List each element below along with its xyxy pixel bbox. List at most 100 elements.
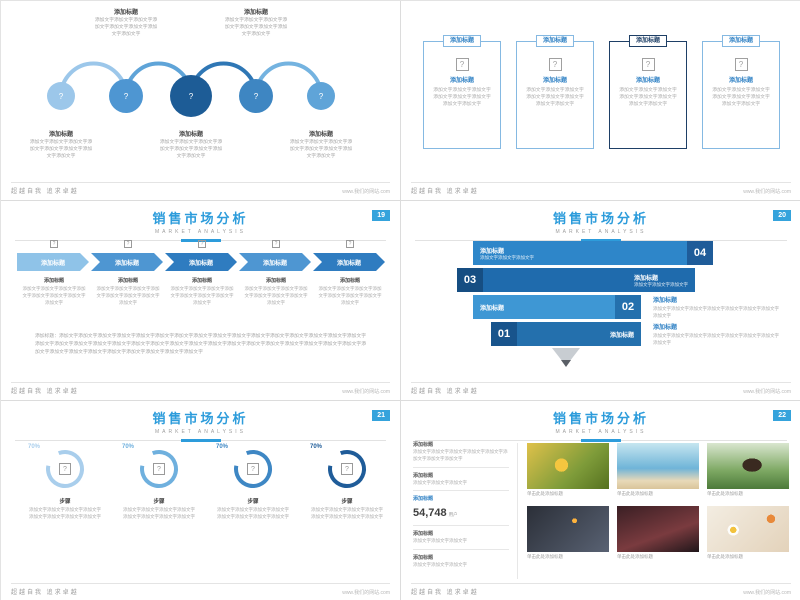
side-title: 添加标题: [653, 298, 678, 304]
step-description: 添加标题 添加文字添加文字添加文字添加文字添加文字添加文字添加文字添加文字: [165, 277, 239, 306]
chevron-step: 添加标题: [17, 253, 89, 271]
chevron-step: 添加标题: [239, 253, 311, 271]
page-number-badge: 22: [773, 410, 791, 421]
card-text: 添加文字添加文字添加文字添加文字添加文字添加文字添加文字添加文字: [433, 88, 491, 108]
step-text: 添加文字添加文字添加文字添加文字添加文字添加文字添加文字添加文字: [29, 507, 101, 519]
footer-slogan: 超越自我 追求卓越: [11, 189, 79, 195]
bar-number: 03: [457, 268, 483, 292]
image-placeholder-icon: ?: [59, 92, 64, 101]
pencil-bar: 03 添加标题 添加文字添加文字添加文字: [457, 268, 695, 292]
column-card: 添加标题 ? 添加标题 添加文字添加文字添加文字添加文字添加文字添加文字添加文字…: [516, 35, 594, 149]
block-text: 添加文字添加文字添加文字添加文字添加文字添加文字添加文字添加文字: [224, 18, 288, 37]
slide-pencil-list[interactable]: 销售市场分析 MARKET ANALYSIS 20 添加标题 添加文字添加文字添…: [401, 201, 800, 401]
image-placeholder-icon: ?: [124, 92, 129, 101]
donut-arc: [46, 450, 84, 488]
arrow-icon-row: ? ? ? ? ?: [17, 240, 387, 248]
slide-arrow-process[interactable]: 销售市场分析 MARKET ANALYSIS 19 ? ? ? ? ? 添加标题…: [1, 201, 401, 401]
bar-text: 添加标题 添加文字添加文字添加文字: [473, 246, 541, 261]
page-number-badge: 21: [372, 410, 390, 421]
slide-donut-steps[interactable]: 销售市场分析 MARKET ANALYSIS 21 70% ? 步骤 添加文字添…: [1, 401, 401, 600]
block-title: 添加标题: [113, 10, 138, 16]
timeline-text-block: 添加标题 添加文字添加文字添加文字添加文字添加文字添加文字添加文字添加文字: [159, 129, 223, 161]
donut-step: 70% ? 步骤 添加文字添加文字添加文字添加文字添加文字添加文字添加文字添加文…: [213, 444, 293, 521]
stat-text: 添加文字添加文字添加文字添加文字添加文字添加文字添加文字添加文字: [413, 449, 508, 461]
footer-slogan: 超越自我 追求卓越: [411, 389, 479, 395]
footer-slogan: 超越自我 追求卓越: [411, 590, 479, 596]
slide-title: 销售市场分析: [152, 411, 249, 426]
photo-caption: 单击此处添加标题: [707, 554, 743, 559]
block-title: 添加标题: [48, 132, 73, 138]
image-placeholder-icon: ?: [50, 240, 58, 248]
bar-number: 04: [687, 241, 713, 265]
stat-text: 添加文字添加文字添加文字: [413, 538, 467, 544]
bar-title: 添加标题: [609, 332, 634, 339]
timeline-text-block: 添加标题 添加文字添加文字添加文字添加文字添加文字添加文字添加文字添加文字: [29, 129, 93, 161]
slide-footer: 超越自我 追求卓越 www.我们的网站.com: [411, 182, 791, 195]
slide-wave-timeline[interactable]: 添加标题 添加文字添加文字添加文字添加文字添加文字添加文字添加文字添加文字 添加…: [1, 1, 401, 201]
bar-title: 添加标题: [480, 305, 505, 312]
chevron-step: 添加标题: [313, 253, 385, 271]
photo-cell: 单击此处添加标题: [707, 506, 789, 560]
timeline-node: [170, 75, 212, 117]
step-text: 添加文字添加文字添加文字添加文字添加文字添加文字添加文字添加文字: [22, 286, 86, 305]
bar-number: 01: [491, 322, 517, 346]
pencil-bar: 添加标题 02: [473, 295, 641, 319]
side-title: 添加标题: [653, 325, 678, 331]
card-tab: 添加标题: [721, 35, 761, 47]
footer-url: www.我们的网站.com: [342, 389, 390, 395]
slide-header: 销售市场分析 MARKET ANALYSIS: [1, 208, 400, 242]
header-divider: [401, 439, 800, 442]
slide-four-columns[interactable]: 添加标题 ? 添加标题 添加文字添加文字添加文字添加文字添加文字添加文字添加文字…: [401, 1, 800, 201]
timeline-node: [307, 82, 335, 110]
step-text: 添加文字添加文字添加文字添加文字添加文字添加文字添加文字添加文字: [217, 507, 289, 519]
image-placeholder-icon: ?: [734, 58, 748, 71]
image-placeholder-icon: ?: [346, 240, 354, 248]
wave-timeline-graphic: ? ? ? ? ?: [47, 61, 335, 117]
image-placeholder-icon: ?: [198, 240, 206, 248]
photo-cell: 单击此处添加标题: [527, 506, 609, 560]
photo-cell: 单击此处添加标题: [617, 506, 699, 560]
donut-step: 70% ? 步骤 添加文字添加文字添加文字添加文字添加文字添加文字添加文字添加文…: [119, 444, 199, 521]
side-text: 添加文字添加文字添加文字添加文字添加文字添加文字添加文字添加文字: [653, 306, 779, 318]
footer-url: www.我们的网站.com: [342, 590, 390, 596]
timeline-node: [109, 79, 143, 113]
donut-step: 70% ? 步骤 添加文字添加文字添加文字添加文字添加文字添加文字添加文字添加文…: [307, 444, 387, 521]
column-card: 添加标题 ? 添加标题 添加文字添加文字添加文字添加文字添加文字添加文字添加文字…: [423, 35, 501, 149]
photo-grid: 单击此处添加标题 单击此处添加标题 单击此处添加标题 单击此处添加标题 单击此处…: [527, 443, 789, 560]
image-placeholder-icon: ?: [189, 92, 194, 101]
image-placeholder-icon: ?: [124, 240, 132, 248]
image-placeholder-icon: ?: [59, 463, 71, 475]
footer-slogan: 超越自我 追求卓越: [11, 389, 79, 395]
image-placeholder-icon: ?: [341, 463, 353, 475]
card-title: 添加标题: [635, 78, 660, 84]
slide-title: 销售市场分析: [152, 211, 249, 226]
step-text: 添加文字添加文字添加文字添加文字添加文字添加文字添加文字添加文字: [123, 507, 195, 519]
divider: [413, 549, 509, 550]
header-divider: [1, 439, 400, 442]
step-title: 步骤: [153, 499, 165, 505]
footer-url: www.我们的网站.com: [743, 389, 791, 395]
photo-beach: [617, 443, 699, 489]
step-description: 添加标题 添加文字添加文字添加文字添加文字添加文字添加文字添加文字添加文字: [239, 277, 313, 306]
footer-url: www.我们的网站.com: [743, 590, 791, 596]
bar-number: 02: [615, 295, 641, 319]
step-text: 添加文字添加文字添加文字添加文字添加文字添加文字添加文字添加文字: [318, 286, 382, 305]
photo-cell: 单击此处添加标题: [707, 443, 789, 497]
stats-panel: 添加标题 添加文字添加文字添加文字添加文字添加文字添加文字添加文字添加文字 添加…: [413, 441, 509, 573]
bar-title: 添加标题: [480, 248, 505, 255]
slide-photo-grid[interactable]: 销售市场分析 MARKET ANALYSIS 22 添加标题 添加文字添加文字添…: [401, 401, 800, 600]
side-text: 添加文字添加文字添加文字添加文字添加文字添加文字添加文字添加文字: [653, 333, 779, 345]
image-placeholder-icon: ?: [254, 92, 259, 101]
block-text: 添加文字添加文字添加文字添加文字添加文字添加文字添加文字添加文字: [289, 140, 353, 159]
photo-caption: 单击此处添加标题: [527, 491, 563, 496]
stat-item: 添加标题 添加文字添加文字添加文字: [413, 472, 509, 487]
step-title: 添加标题: [265, 278, 286, 284]
image-placeholder-icon: ?: [641, 58, 655, 71]
slide-footer: 超越自我 追求卓越 www.我们的网站.com: [411, 583, 791, 596]
step-title: 添加标题: [339, 278, 360, 284]
slide-header: 销售市场分析 MARKET ANALYSIS: [401, 408, 800, 442]
block-text: 添加文字添加文字添加文字添加文字添加文字添加文字添加文字添加文字: [94, 18, 158, 37]
footer-url: www.我们的网站.com: [342, 189, 390, 195]
slide-title: 销售市场分析: [552, 411, 649, 426]
donut-step: 70% ? 步骤 添加文字添加文字添加文字添加文字添加文字添加文字添加文字添加文…: [25, 444, 105, 521]
